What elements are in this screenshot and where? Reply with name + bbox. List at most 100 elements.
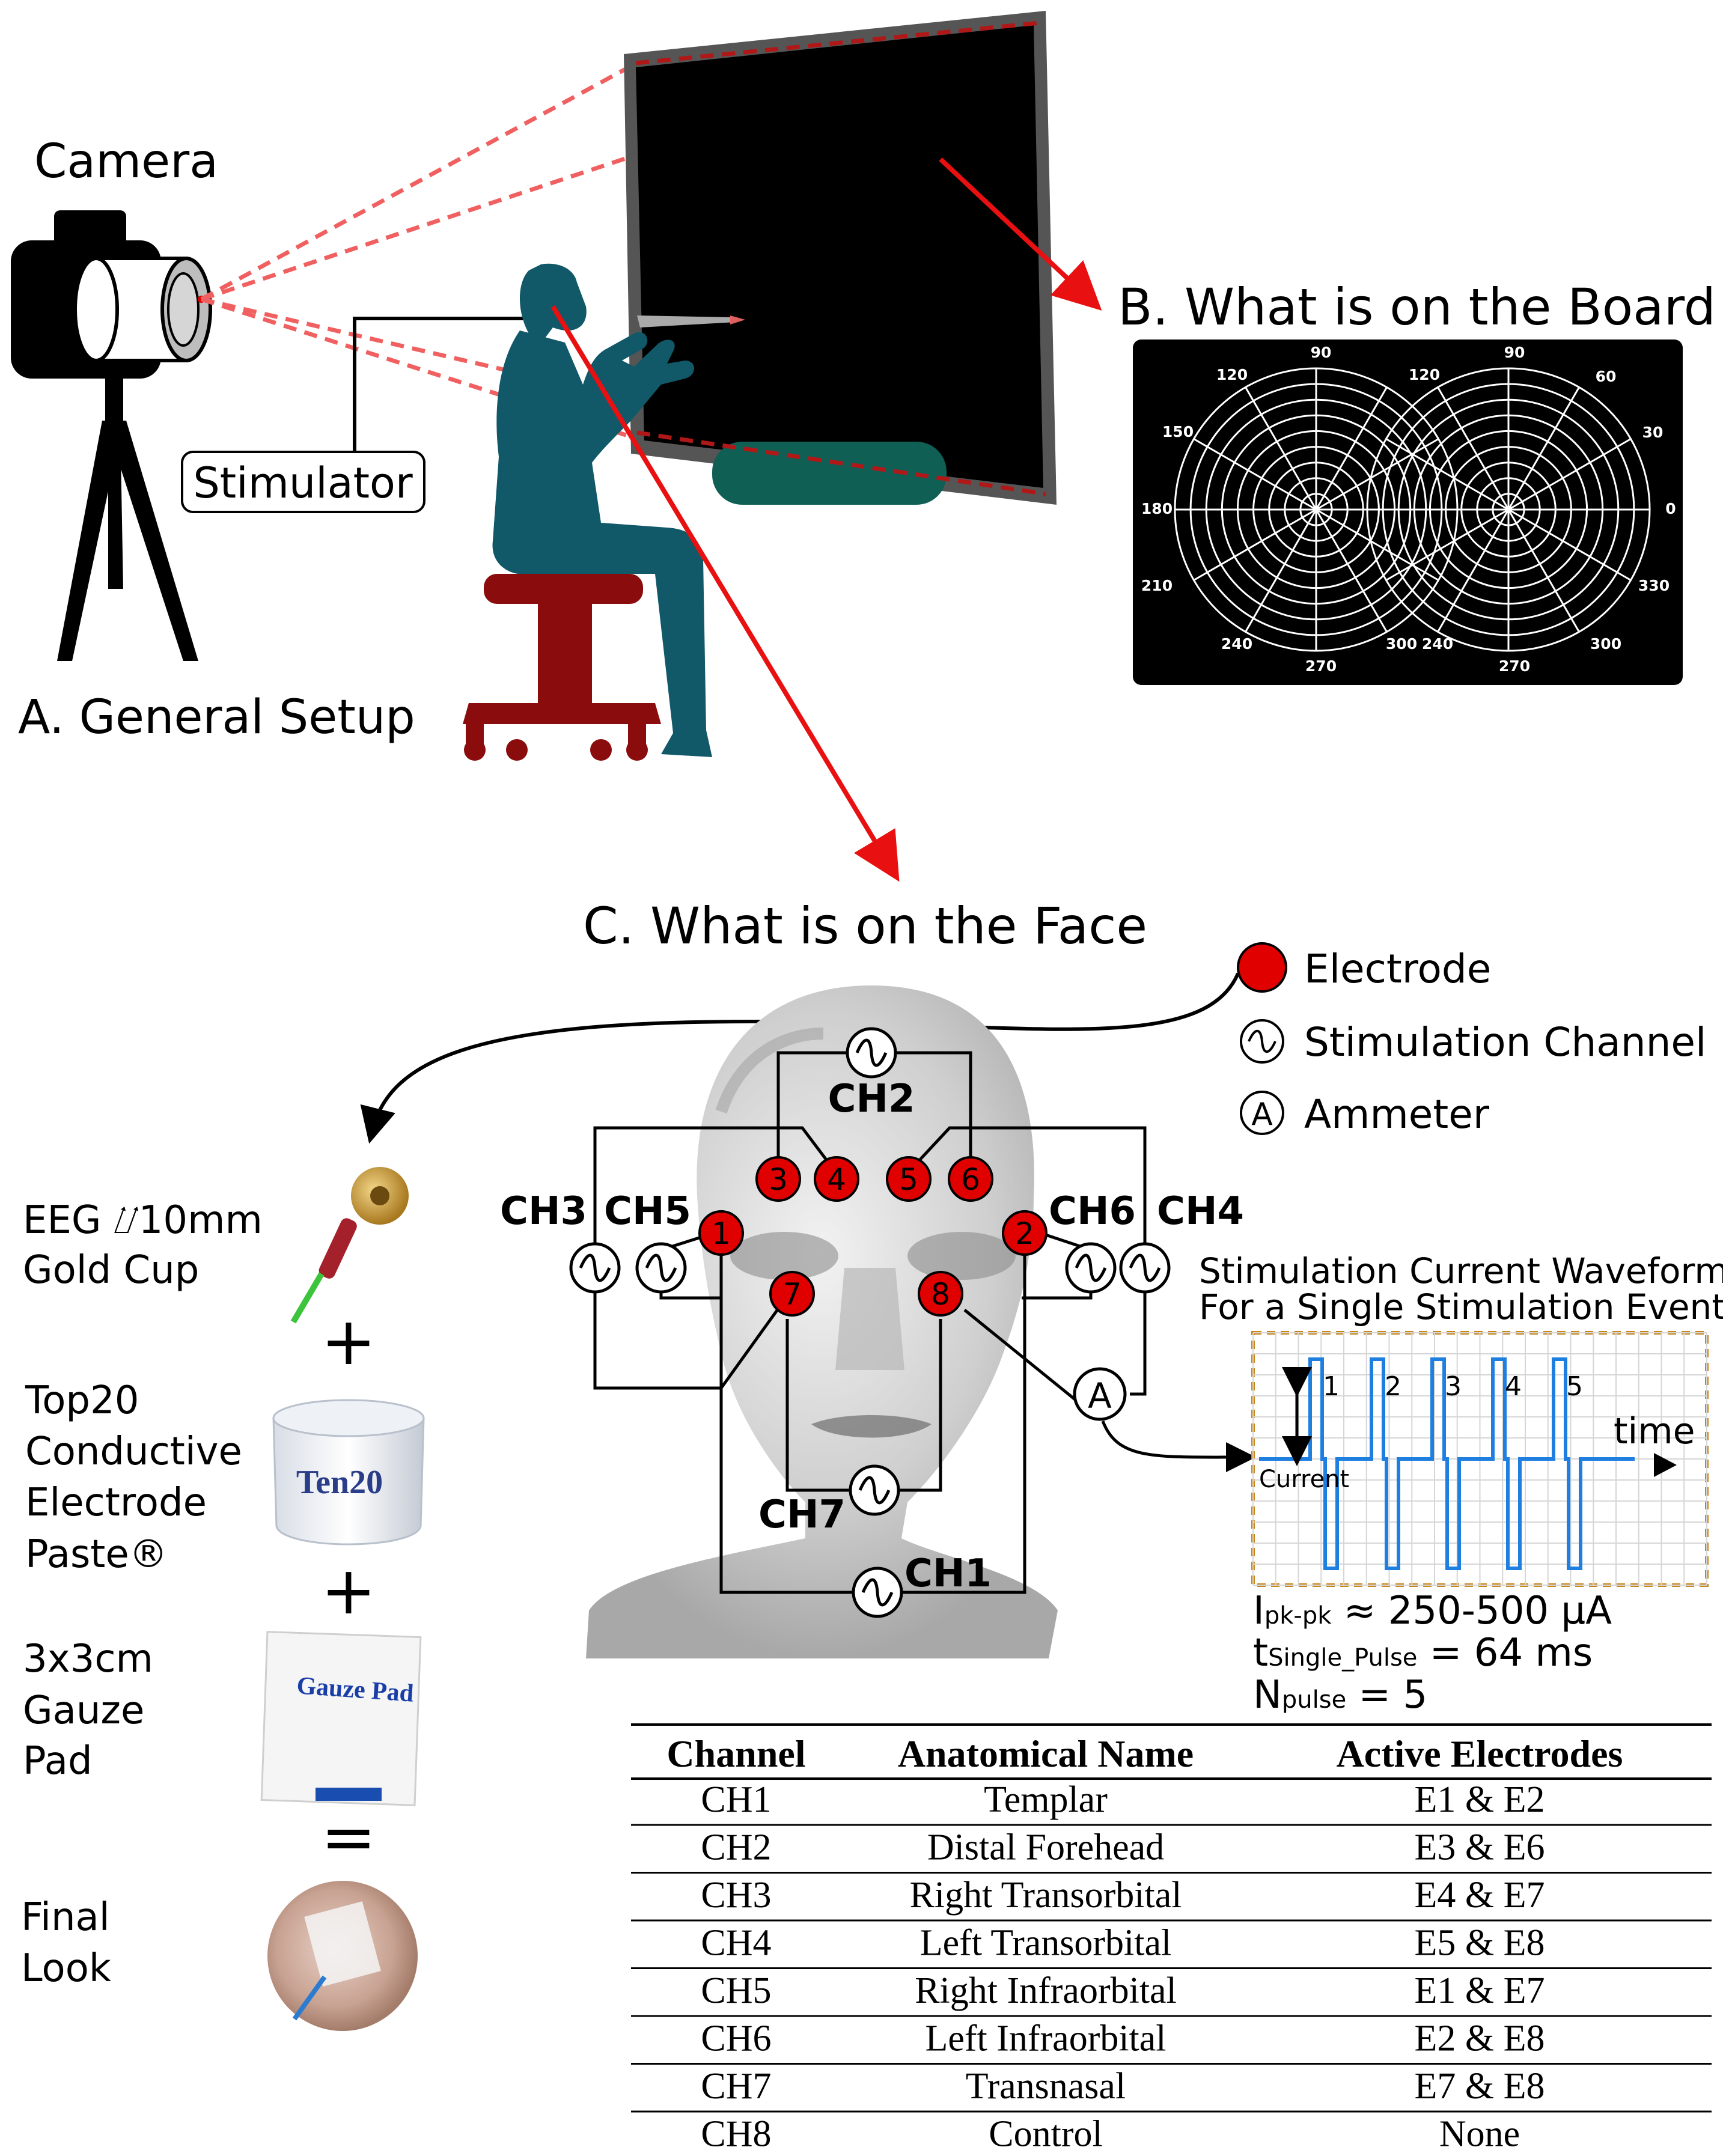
polar-spoke (1507, 386, 1580, 510)
head-illustration (586, 985, 1058, 1658)
electrode-number: 1 (712, 1216, 731, 1251)
pulse-number: 1 (1323, 1371, 1340, 1402)
electrode-marker (769, 1271, 815, 1317)
stimulator-box (181, 451, 425, 513)
table-cell: Right Infraorbital (915, 1970, 1177, 2011)
sine-wave-icon (1075, 1253, 1107, 1282)
polar-grids (1174, 367, 1651, 652)
polar-angle-label: 0 (1665, 500, 1676, 517)
polar-spoke (1437, 509, 1510, 633)
polar-spoke (1508, 438, 1632, 511)
electrode-number: 8 (931, 1277, 950, 1312)
table-cell: Control (989, 2114, 1102, 2155)
paste-jar-image: Ten20 (272, 1399, 425, 1545)
plus-1: + (321, 1303, 376, 1380)
current-label: Current (1259, 1466, 1349, 1493)
polar-spoke (1316, 508, 1439, 581)
polar-angle-label: 300 (1590, 635, 1621, 653)
waveform-title-1: Stimulation Current Waveform (1199, 1250, 1723, 1291)
beam-overlay (635, 20, 1046, 496)
pulse-number: 2 (1385, 1371, 1401, 1402)
paste-label-3: Electrode (25, 1481, 207, 1525)
table-cell: Distal Forehead (927, 1827, 1164, 1868)
polar-spoke (1245, 509, 1317, 633)
polar-spoke (1315, 386, 1388, 510)
table-header-cell: Active Electrodes (1337, 1732, 1623, 1775)
board-content (1133, 340, 1683, 685)
polar-spoke (1316, 438, 1439, 511)
label-ch4: CH4 (1157, 1189, 1244, 1234)
polar-angle-label: 90 (1504, 344, 1525, 361)
table-cell: CH4 (701, 1923, 771, 1964)
time-label: time (1614, 1410, 1695, 1452)
paste-label-1: Top20 (25, 1378, 139, 1423)
pulse-number: 3 (1445, 1371, 1462, 1402)
table-cell: E1 & E2 (1415, 1779, 1545, 1820)
table-cell: E5 & E8 (1415, 1923, 1545, 1964)
waveform-parameters: Ipk-pk ≈ 250-500 µA tSingle_Pulse = 64 m… (1253, 1589, 1612, 1717)
paste-label-2: Conductive (25, 1430, 242, 1474)
legend-electrode-icon (1237, 942, 1287, 993)
electrode-marker (814, 1156, 859, 1202)
electrode-marker (1002, 1210, 1048, 1256)
final-look-image (267, 1881, 418, 2031)
panel-b-title: B. What is on the Board (1118, 278, 1716, 336)
table-cell: None (1439, 2114, 1520, 2155)
time-arrow-icon (1654, 1453, 1677, 1477)
drawing-board (624, 11, 1057, 505)
label-ch6: CH6 (1049, 1189, 1136, 1234)
polar-angle-label: 180 (1141, 500, 1173, 517)
pulse-number: 4 (1505, 1371, 1522, 1402)
legend: Electrode Stimulation Channel A Ammeter (1237, 942, 1706, 1137)
final-label-1: Final (21, 1895, 110, 1940)
panel-c-title: C. What is on the Face (583, 897, 1147, 955)
sine-wave-icon (645, 1253, 677, 1282)
polar-angle-label: 300 (1386, 635, 1417, 653)
camera-illustration (11, 210, 212, 661)
polar-spoke (1245, 386, 1317, 510)
stool (463, 574, 661, 761)
panel-a-title: A. General Setup (18, 690, 415, 745)
polar-angle-label: 330 (1638, 577, 1670, 594)
polar-angle-label: 240 (1221, 635, 1252, 653)
equals: = (321, 1798, 376, 1875)
table-cell: CH8 (701, 2114, 771, 2155)
electrode-marker (755, 1156, 801, 1202)
label-ch7: CH7 (758, 1493, 846, 1537)
table-header-cell: Channel (666, 1732, 805, 1775)
paste-brand: Ten20 (296, 1464, 383, 1501)
electrode-number: 3 (769, 1162, 788, 1197)
polar-angle-label: 150 (1162, 423, 1194, 440)
table-cell: Left Infraorbital (925, 2018, 1166, 2059)
plus-2: + (321, 1552, 376, 1629)
table-cell: CH6 (701, 2018, 771, 2059)
materials-labels: EEG ⌰10mm Gold Cup Top20 Conductive Elec… (21, 1198, 263, 1991)
stimulator-label: Stimulator (193, 458, 412, 508)
paste-label-4: Paste® (25, 1532, 168, 1577)
electrode-marker (948, 1156, 993, 1202)
waveform-title-2: For a Single Stimulation Event (1199, 1287, 1723, 1327)
polar-angle-label: 270 (1499, 657, 1530, 675)
polar-angle-label: 120 (1216, 366, 1248, 383)
legend-ammeter-label: Ammeter (1304, 1091, 1490, 1137)
polar-spoke (1437, 386, 1510, 510)
sine-wave-icon (855, 1038, 888, 1067)
ammeter-letter: A (1088, 1375, 1112, 1416)
final-label-2: Look (21, 1946, 111, 1991)
ammeter-arrow (1101, 1421, 1256, 1473)
table-cell: E2 & E8 (1415, 2018, 1545, 2059)
stimulator-wire (353, 317, 523, 451)
channel-labels: CH2 CH3 CH5 CH6 CH4 CH7 CH1 (500, 1077, 1244, 1596)
table-cell: Right Transorbital (909, 1875, 1182, 1916)
polar-spoke (1385, 438, 1509, 511)
polar-spoke (1507, 509, 1580, 633)
electrode-number: 5 (899, 1162, 918, 1197)
gauze-label-3: Pad (23, 1739, 93, 1783)
polar-spoke (1193, 438, 1317, 511)
table-cell: CH3 (701, 1875, 771, 1916)
label-ch2: CH2 (828, 1077, 915, 1121)
